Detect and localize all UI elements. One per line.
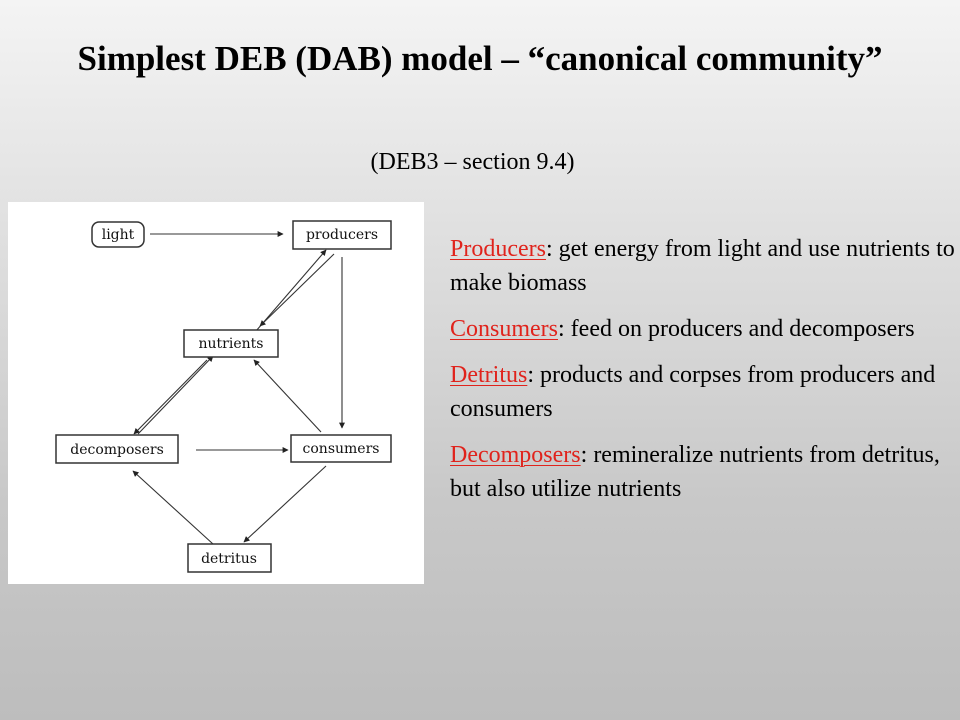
term-detritus: Detritus bbox=[450, 362, 528, 388]
node-decomposers-label: decomposers bbox=[70, 442, 164, 458]
definition-detritus: Detritus: products and corpses from prod… bbox=[450, 358, 955, 426]
node-decomposers-box bbox=[55, 434, 179, 464]
node-producers: producers bbox=[292, 220, 392, 250]
node-detritus-box bbox=[187, 543, 272, 573]
node-nutrients-box bbox=[183, 329, 279, 358]
node-producers-label: producers bbox=[306, 227, 378, 243]
node-consumers: consumers bbox=[290, 434, 392, 463]
node-light: light bbox=[91, 221, 145, 248]
edge-detritus-to-decomposers bbox=[132, 470, 214, 545]
edge-nutrients-to-decomposers bbox=[133, 359, 208, 435]
node-consumers-box bbox=[290, 434, 392, 463]
edge-consumers-to-nutrients bbox=[253, 359, 322, 433]
node-nutrients: nutrients bbox=[183, 329, 279, 358]
edge-nutrients-to-producers bbox=[255, 249, 327, 332]
definition-text: products and corpses from producers and … bbox=[450, 362, 936, 422]
separator: : bbox=[558, 316, 565, 342]
separator: : bbox=[545, 236, 553, 262]
definition-text: get energy from light and use nutrients … bbox=[450, 236, 955, 296]
term-producers: Producers bbox=[450, 236, 546, 262]
node-light-label: light bbox=[102, 227, 135, 243]
definitions-list: Producers: get energy from light and use… bbox=[450, 232, 955, 518]
slide-subtitle: (DEB3 – section 9.4) bbox=[370, 149, 575, 175]
node-consumers-label: consumers bbox=[303, 441, 380, 457]
separator: : bbox=[527, 362, 534, 388]
node-producers-box bbox=[292, 220, 392, 250]
node-light-box bbox=[91, 221, 145, 248]
separator: : bbox=[580, 442, 588, 468]
node-nutrients-label: nutrients bbox=[199, 336, 264, 352]
definition-producers: Producers: get energy from light and use… bbox=[450, 232, 955, 300]
diagram-canvas: light producers nutrients decomposers co… bbox=[55, 220, 392, 573]
community-diagram: light producers nutrients decomposers co… bbox=[8, 202, 424, 584]
term-decomposers: Decomposers bbox=[450, 442, 581, 468]
definition-consumers: Consumers: feed on producers and decompo… bbox=[450, 312, 955, 346]
node-detritus-label: detritus bbox=[201, 551, 257, 567]
node-detritus: detritus bbox=[187, 543, 272, 573]
slide-title: Simplest DEB (DAB) model – “canonical co… bbox=[77, 39, 883, 78]
definition-text: remineralize nutrients from detritus, bu… bbox=[450, 442, 940, 502]
edge-consumers-to-detritus bbox=[243, 465, 327, 543]
edge-producers-to-nutrients bbox=[259, 253, 335, 327]
definition-decomposers: Decomposers: remineralize nutrients from… bbox=[450, 438, 955, 506]
edge-decomposers-to-nutrients bbox=[137, 355, 214, 435]
term-consumers: Consumers bbox=[450, 316, 558, 342]
node-decomposers: decomposers bbox=[55, 434, 179, 464]
definition-text: feed on producers and decomposers bbox=[564, 316, 915, 342]
